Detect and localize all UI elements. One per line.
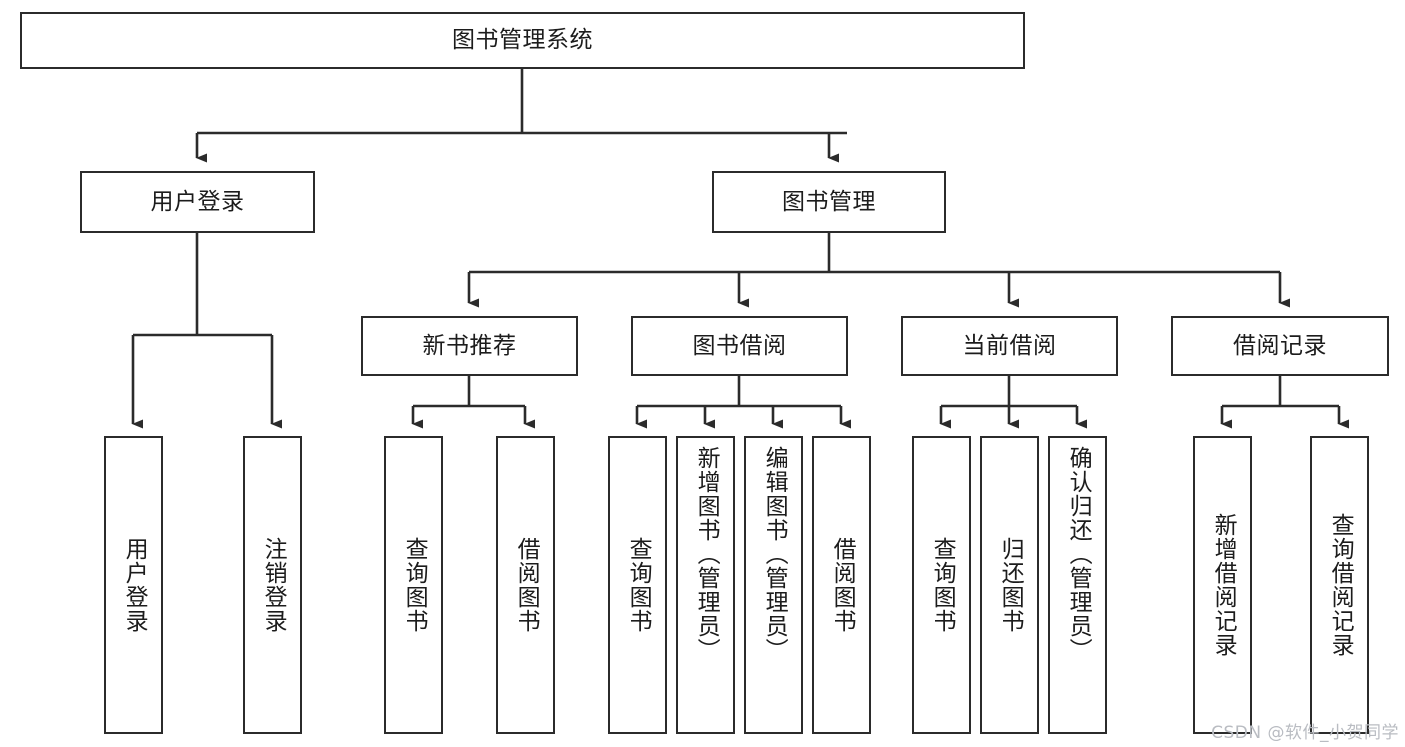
leaf-label: 查询图书 xyxy=(929,537,956,633)
leaf-current-borrow-confirm-return[interactable]: 确认归还（管理员） xyxy=(1048,436,1107,734)
leaf-book-borrow-add[interactable]: 新增图书（管理员） xyxy=(676,436,735,734)
leaf-book-borrow-edit[interactable]: 编辑图书（管理员） xyxy=(744,436,803,734)
node-book-borrow[interactable]: 图书借阅 xyxy=(631,316,848,376)
node-book-management[interactable]: 图书管理 xyxy=(712,171,946,233)
leaf-label: 查询图书 xyxy=(401,537,428,633)
leaf-user-login-login[interactable]: 用户登录 xyxy=(104,436,163,734)
node-book-management-label: 图书管理 xyxy=(782,188,876,215)
leaf-label: 编辑图书（管理员） xyxy=(761,446,788,662)
csdn-watermark: CSDN @软件_小贺同学 xyxy=(1211,723,1399,743)
leaf-current-borrow-return[interactable]: 归还图书 xyxy=(980,436,1039,734)
node-user-login[interactable]: 用户登录 xyxy=(80,171,315,233)
node-borrow-record[interactable]: 借阅记录 xyxy=(1171,316,1389,376)
leaf-label: 查询图书 xyxy=(625,537,652,633)
leaf-new-book-query[interactable]: 查询图书 xyxy=(384,436,443,734)
leaf-label: 借阅图书 xyxy=(829,537,856,633)
node-root-label: 图书管理系统 xyxy=(452,27,593,54)
leaf-book-borrow-borrow[interactable]: 借阅图书 xyxy=(812,436,871,734)
node-user-login-label: 用户登录 xyxy=(150,188,245,215)
leaf-borrow-record-add[interactable]: 新增借阅记录 xyxy=(1193,436,1252,734)
node-current-borrow[interactable]: 当前借阅 xyxy=(901,316,1118,376)
leaf-current-borrow-query[interactable]: 查询图书 xyxy=(912,436,971,734)
node-current-borrow-label: 当前借阅 xyxy=(962,332,1057,359)
leaf-label: 归还图书 xyxy=(997,537,1024,633)
node-book-borrow-label: 图书借阅 xyxy=(692,332,787,359)
leaf-label: 新增图书（管理员） xyxy=(693,446,720,662)
leaf-borrow-record-query[interactable]: 查询借阅记录 xyxy=(1310,436,1369,734)
leaf-label: 查询借阅记录 xyxy=(1327,513,1354,657)
leaf-user-login-logout[interactable]: 注销登录 xyxy=(243,436,302,734)
node-borrow-record-label: 借阅记录 xyxy=(1233,332,1327,359)
leaf-book-borrow-query[interactable]: 查询图书 xyxy=(608,436,667,734)
leaf-label: 注销登录 xyxy=(260,537,287,633)
leaf-label: 借阅图书 xyxy=(513,537,540,633)
leaf-label: 用户登录 xyxy=(121,537,148,633)
leaf-new-book-borrow[interactable]: 借阅图书 xyxy=(496,436,555,734)
node-new-book-recommend-label: 新书推荐 xyxy=(422,332,517,359)
node-root[interactable]: 图书管理系统 xyxy=(20,12,1025,69)
leaf-label: 确认归还（管理员） xyxy=(1065,446,1092,662)
leaf-label: 新增借阅记录 xyxy=(1210,513,1237,657)
node-new-book-recommend[interactable]: 新书推荐 xyxy=(361,316,578,376)
